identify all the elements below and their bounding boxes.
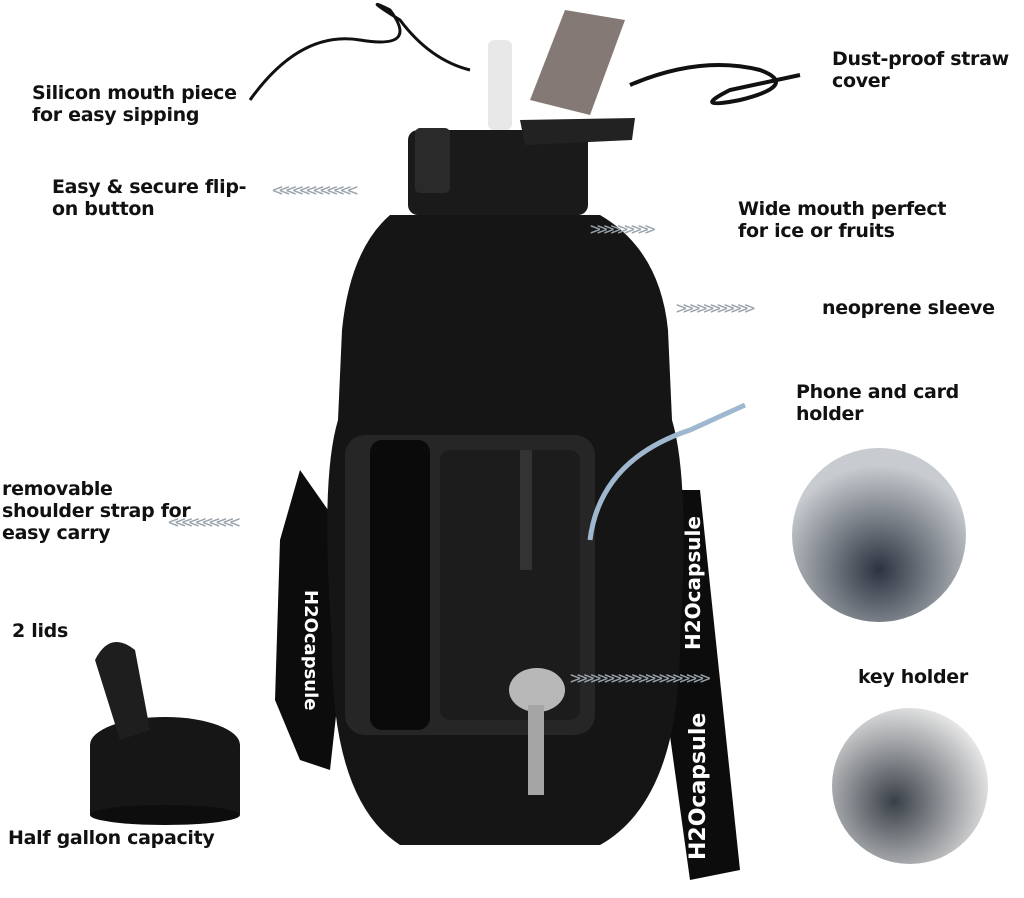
arrow-straw-cover <box>629 63 801 106</box>
chevrons-wide-mouth: >>>>>>>>> <box>590 219 656 240</box>
mouth-piece <box>488 40 512 130</box>
strap-logo-right: H2Ocapsule <box>681 516 705 650</box>
label-straw-cover: Dust-proof straw cover <box>832 48 1009 92</box>
bottle-handle <box>370 440 430 730</box>
bottle-lid <box>408 130 588 215</box>
flip-button <box>415 128 450 193</box>
arrow-phone-holder <box>587 402 747 541</box>
label-capacity: Half gallon capacity <box>8 827 215 849</box>
phone-holder-photo <box>792 448 966 622</box>
chevrons-key-holder: >>>>>>>>>>>>>>>>>>>> <box>570 668 711 689</box>
arrow-mouth-piece <box>248 2 471 101</box>
chevrons-strap: <<<<<<<<<< <box>168 512 240 533</box>
label-phone-holder: Phone and card holder <box>796 381 959 425</box>
straw-cover <box>530 10 625 115</box>
strap-logo-left: H2Ocapsule <box>300 590 321 711</box>
label-key-holder: key holder <box>858 666 968 688</box>
label-flip-button: Easy & secure flip-on button <box>52 176 247 220</box>
label-sleeve: neoprene sleeve <box>822 297 995 319</box>
chevrons-flip-button: <<<<<<<<<<<< <box>272 180 358 201</box>
label-strap: removable shoulder strap for easy carry <box>2 478 191 544</box>
shoulder-strap-left <box>275 470 340 770</box>
label-wide-mouth: Wide mouth perfect for ice or fruits <box>738 198 947 242</box>
key-icon <box>509 668 565 712</box>
label-lids: 2 lids <box>12 620 68 642</box>
strap-logo-bottom: H2Ocapsule <box>686 713 711 860</box>
label-mouth-piece: Silicon mouth piece for easy sipping <box>32 82 237 126</box>
key-holder-photo <box>832 708 988 864</box>
chevrons-sleeve: >>>>>>>>>>> <box>676 298 755 319</box>
